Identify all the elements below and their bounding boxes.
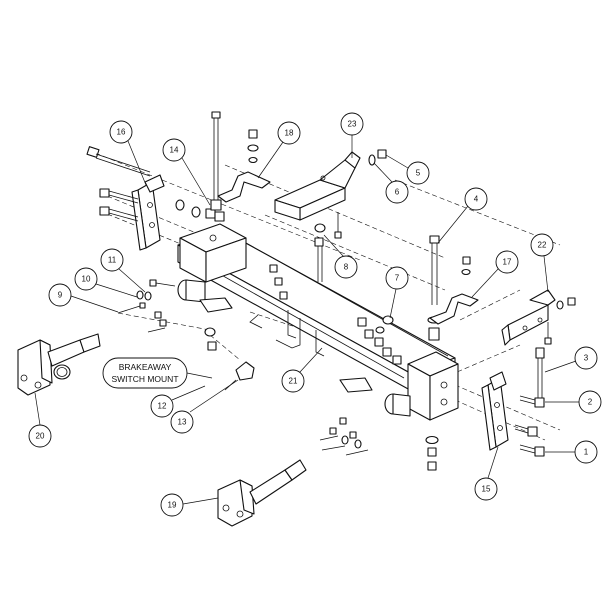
callout-5: 5 (406, 161, 430, 185)
hardware-lower-right (319, 417, 439, 471)
left-mount-block (179, 223, 247, 283)
svg-text:14: 14 (170, 146, 179, 155)
svg-text:9: 9 (58, 291, 63, 300)
hardware-7 (357, 315, 402, 365)
bolts-8 (314, 212, 342, 282)
svg-text:6: 6 (395, 188, 400, 197)
callout-12: 12 (150, 394, 174, 418)
hardware-18 (247, 129, 259, 164)
callout-17: 17 (495, 250, 519, 274)
callout-2: 2 (578, 390, 602, 414)
callout-15: 15 (474, 477, 498, 501)
svg-text:11: 11 (108, 256, 117, 265)
vertical-bolt-left (210, 111, 222, 211)
vertical-bolt-3 (535, 347, 545, 400)
hardware-center-left (117, 264, 288, 351)
svg-text:2: 2 (588, 398, 593, 407)
svg-text:23: 23 (348, 120, 357, 129)
svg-text:10: 10 (82, 275, 91, 284)
svg-text:1: 1 (584, 448, 589, 457)
svg-text:18: 18 (285, 129, 294, 138)
callout-10: 10 (74, 267, 98, 291)
svg-text:12: 12 (158, 402, 167, 411)
washers-left (175, 199, 225, 222)
svg-text:4: 4 (474, 195, 479, 204)
bracket-22 (501, 289, 576, 346)
bolts-left-side (99, 188, 139, 222)
callout-8: 8 (334, 255, 358, 279)
callout-20: 20 (28, 424, 52, 448)
svg-text:19: 19 (168, 501, 177, 510)
tow-arm-20 (17, 333, 101, 396)
callout-7: 7 (385, 266, 409, 290)
receiver-tubes (177, 279, 411, 417)
callout-22: 22 (530, 233, 554, 257)
callout-1: 1 (574, 440, 598, 464)
svg-text:3: 3 (584, 354, 589, 363)
right-side-bracket (481, 371, 509, 451)
channel-bracket-23 (274, 151, 361, 221)
svg-text:20: 20 (36, 432, 45, 441)
callouts: 1 2 3 4 5 6 (28, 112, 602, 517)
svg-text:17: 17 (503, 258, 512, 267)
callout-14: 14 (162, 138, 186, 162)
callout-9: 9 (48, 283, 72, 307)
callout-3: 3 (574, 346, 598, 370)
svg-text:16: 16 (117, 128, 126, 137)
tow-arm-19 (217, 459, 307, 527)
svg-text:7: 7 (395, 274, 400, 283)
callout-21: 21 (281, 369, 305, 393)
callout-19: 19 (160, 493, 184, 517)
bracket-17 (429, 256, 479, 325)
callout-18: 18 (277, 121, 301, 145)
callout-13: 13 (170, 410, 194, 434)
svg-text:13: 13 (178, 418, 187, 427)
svg-text:8: 8 (344, 263, 349, 272)
callout-4: 4 (464, 187, 488, 211)
note-line-2: SWITCH MOUNT (111, 374, 178, 384)
callout-16: 16 (109, 120, 133, 144)
switch-mount-tabs (249, 310, 325, 357)
callout-6: 6 (385, 180, 409, 204)
svg-text:5: 5 (416, 169, 421, 178)
brakeaway-note: BRAKEAWAY SWITCH MOUNT (102, 357, 213, 389)
right-mount-block (407, 351, 459, 421)
svg-text:21: 21 (289, 377, 298, 386)
svg-text:22: 22 (538, 241, 547, 250)
bolts-right-side (514, 395, 545, 457)
left-side-bracket (131, 174, 165, 251)
callout-23: 23 (340, 112, 364, 136)
note-line-1: BRAKEAWAY (119, 362, 172, 372)
callout-11: 11 (100, 248, 124, 272)
bracket-18 (217, 171, 271, 203)
svg-text:15: 15 (482, 485, 491, 494)
hardware-5-6 (368, 149, 387, 166)
